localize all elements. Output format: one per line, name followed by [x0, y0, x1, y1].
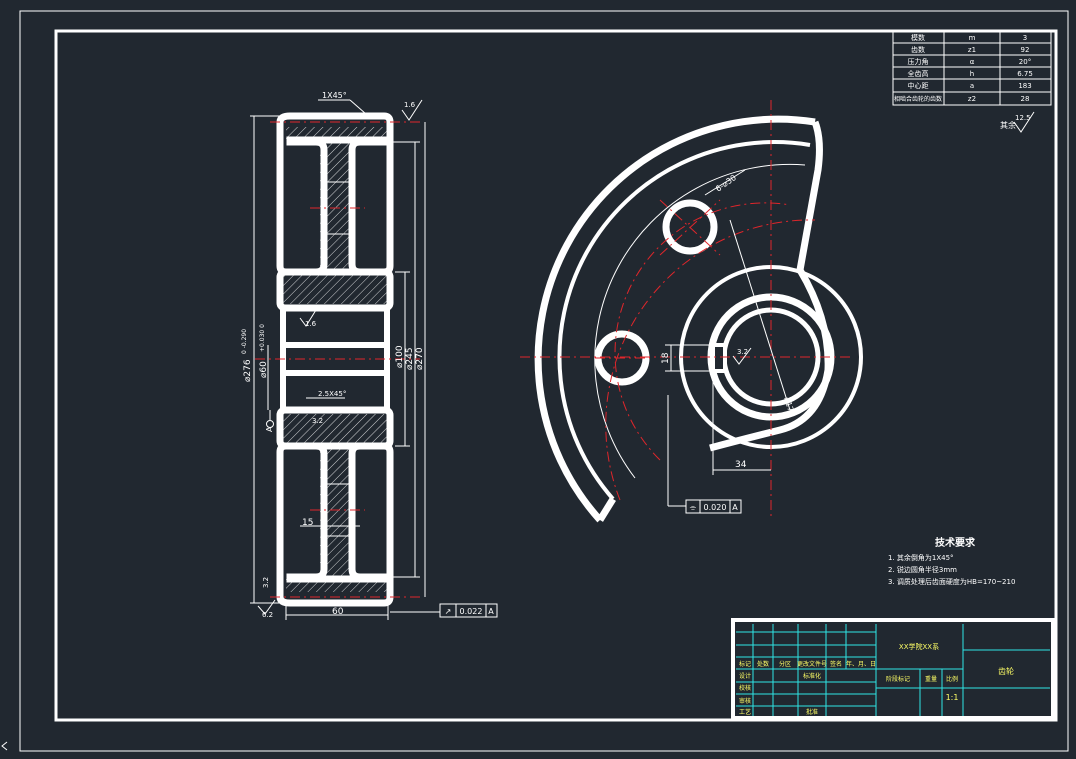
dim-rough-bottom-left: 3.2 [262, 577, 270, 588]
tb-scale: 1:1 [946, 693, 959, 702]
param-name-5: 相啮合齿轮的齿数 [894, 95, 942, 103]
param-name-1: 齿数 [911, 45, 925, 54]
hatch-hub-top [283, 274, 391, 304]
symmetry-value: 0.020 [704, 503, 727, 512]
corner-arrow-icon [1, 741, 8, 751]
dim-holes: 6-⌀30 [714, 173, 738, 194]
dim-root-dia: ⌀245 [405, 347, 415, 370]
runout-datum: A [488, 607, 494, 616]
param-name-4: 中心距 [908, 81, 929, 90]
section-view: 1X45° 1.6 1.6 2.5X45° 3.2 15 60 3.2 6.2 … [241, 91, 498, 620]
dim-rough-top: 1.6 [404, 101, 416, 109]
front-view: 6-⌀30 18 3.2 ⌀172 34 ⌯ 0.020 A [520, 100, 863, 523]
tb-left-1: 标准化 [803, 672, 821, 680]
tb-left-4: 工艺 [739, 708, 751, 716]
params-table: 模数 m 3 齿数 z1 92 压力角 α 20° 全齿高 h 6.75 中心距… [892, 30, 1052, 106]
drawing-frame [54, 29, 1058, 722]
front-rim-outer [534, 115, 816, 523]
datum-label: A [265, 426, 274, 432]
tb-header-5: 年、月、日 [846, 660, 876, 668]
dim-outer-tol: 0 -0.290 [241, 329, 248, 354]
hatch-hub-bottom [283, 414, 391, 444]
tech-item-3: 3. 调质处理后齿面硬度为HB=170~210 [888, 577, 1015, 586]
datum-marker [266, 420, 274, 428]
param-name-2: 压力角 [908, 57, 929, 66]
dim-outer-dia: ⌀276 [243, 359, 253, 382]
front-rim-inner [557, 140, 811, 501]
param-value-2: 20° [1019, 58, 1031, 66]
param-value-3: 6.75 [1017, 70, 1033, 78]
dim-hub-dia: ⌀100 [395, 345, 405, 368]
roughness-other-value: 12.5 [1015, 114, 1031, 122]
dim-pitch-dia: ⌀270 [415, 347, 425, 370]
param-value-5: 28 [1021, 95, 1030, 103]
tech-item-1: 1. 其余倒角为1X45° [888, 553, 954, 562]
dim-keyway-depth: 18 [661, 352, 671, 364]
tb-dept: XX学院XX系 [899, 642, 939, 651]
runout-value: 0.022 [460, 607, 483, 616]
dim-bore-tol: +0.030 0 [259, 324, 266, 352]
tech-requirements: 技术要求 1. 其余倒角为1X45° 2. 锐边圆角半径3mm 3. 调质处理后… [888, 536, 1015, 586]
tech-item-2: 2. 锐边圆角半径3mm [888, 565, 957, 574]
tech-title: 技术要求 [935, 536, 976, 549]
runout-frame: ↗ 0.022 A [390, 603, 498, 618]
dim-rough-bore: 1.6 [305, 320, 317, 328]
dim-key-offset: 34 [735, 460, 747, 470]
param-symbol-3: h [970, 70, 974, 78]
symmetry-symbol: ⌯ [690, 503, 697, 512]
outer-sheet-border [19, 10, 1069, 752]
title-block: 标记 处数 分区 更改文件号 签名 年、月、日 设计 标准化 校核 审核 工艺 … [731, 618, 1055, 720]
runout-symbol: ↗ [445, 607, 452, 616]
hub-upper-block [276, 268, 394, 312]
param-value-1: 92 [1021, 46, 1030, 54]
tb-header-2: 分区 [779, 660, 791, 668]
tb-left-0: 设计 [739, 672, 751, 680]
hub-lower-block [276, 406, 394, 450]
dim-rough-bottom: 6.2 [262, 611, 273, 619]
tb-part-name: 齿轮 [998, 666, 1014, 676]
tb-left-5: 批准 [806, 708, 818, 716]
dim-rough-hub: 3.2 [312, 417, 323, 425]
tb-mid-1: 重量 [925, 675, 937, 683]
param-symbol-4: a [970, 82, 974, 90]
param-name-3: 全齿高 [908, 69, 929, 78]
front-hole-1 [662, 199, 718, 255]
front-keyway [711, 343, 727, 373]
param-value-4: 183 [1018, 82, 1031, 90]
tb-left-2: 校核 [739, 684, 751, 692]
dim-chamfer-hub: 2.5X45° [318, 390, 346, 398]
param-symbol-2: α [970, 58, 975, 66]
tb-header-4: 签名 [830, 660, 842, 668]
dim-width: 60 [332, 607, 344, 617]
param-value-0: 3 [1023, 34, 1027, 42]
dim-web-thickness: 15 [302, 518, 313, 528]
roughness-other-prefix: 其余 [1000, 120, 1016, 130]
tb-mid-2: 比例 [946, 675, 958, 683]
param-symbol-1: z1 [968, 46, 976, 54]
tb-header-0: 标记 [739, 660, 751, 668]
symmetry-frame: ⌯ 0.020 A [685, 499, 742, 514]
param-symbol-5: z2 [968, 95, 976, 103]
tb-mid-0: 阶段标记 [886, 675, 910, 683]
dim-bore-dia: ⌀60 [259, 361, 269, 378]
param-symbol-0: m [969, 34, 976, 42]
tb-header-1: 处数 [757, 660, 769, 668]
tb-header-3: 更改文件号 [797, 660, 827, 668]
roughness-other: 其余 12.5 [1000, 111, 1035, 133]
symmetry-datum: A [732, 503, 738, 512]
dim-chamfer-top: 1X45° [322, 91, 347, 100]
param-name-0: 模数 [911, 33, 925, 42]
tb-left-3: 审核 [739, 697, 751, 705]
dim-rough-key: 3.2 [737, 348, 748, 356]
